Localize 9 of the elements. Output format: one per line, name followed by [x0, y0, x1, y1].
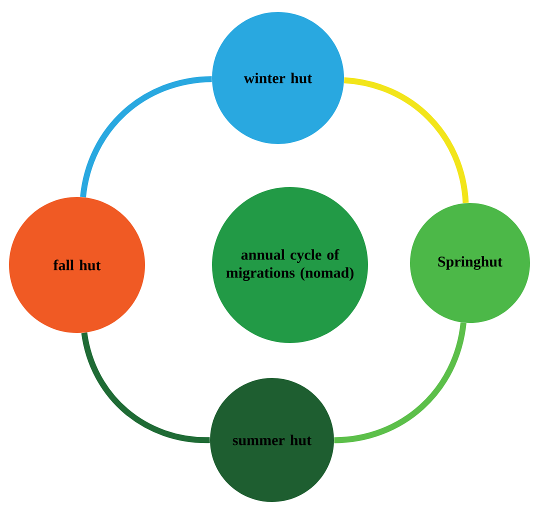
circle-node: Springhut — [410, 203, 530, 323]
circle-node: annual cycle of migrations (nomad) — [212, 187, 368, 343]
connector-arc — [81, 332, 210, 444]
connector-arc — [334, 322, 466, 444]
circle-node: fall hut — [9, 197, 145, 333]
circle-node: winter hut — [212, 12, 344, 144]
circle-node: summer hut — [210, 378, 334, 502]
connector-arc — [344, 77, 469, 204]
connector-arc — [80, 76, 212, 198]
